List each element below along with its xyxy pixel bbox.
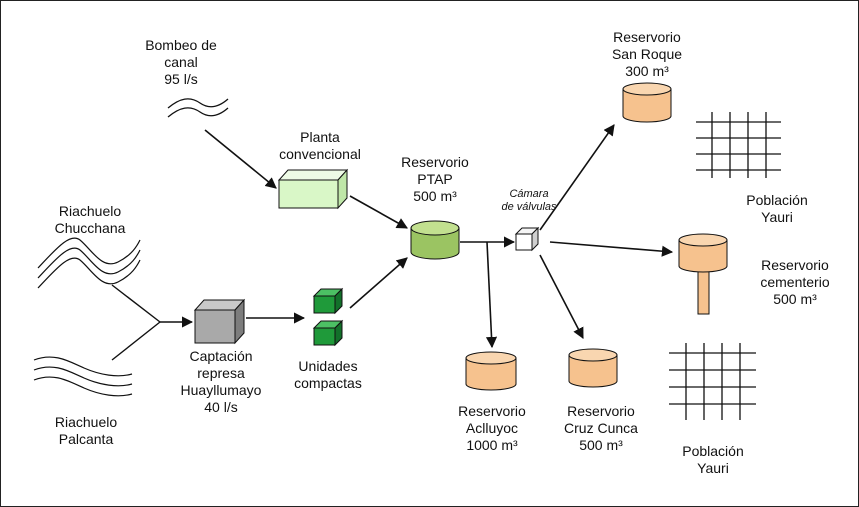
label-cementerio: Reservorio cementerio 500 m³ — [760, 257, 830, 307]
arrow-to-cementerio — [549, 241, 674, 257]
arrow-unidades-to-ptap — [349, 257, 408, 309]
ptap-reservoir — [410, 220, 460, 260]
flow-arrows — [204, 124, 674, 349]
label-bombeo: Bombeo de canal 95 l/s — [145, 37, 217, 87]
label-captacion: Captación represa Huayllumayo 40 l/s — [180, 348, 262, 415]
unidades-compactas-cubes — [312, 287, 344, 347]
san-roque-reservoir — [622, 82, 672, 123]
poblacion-top-grid — [696, 112, 781, 178]
label-aclluyoc: Reservorio Aclluyoc 1000 m³ — [458, 403, 526, 453]
arrow-to-san-roque — [539, 124, 615, 231]
arrow-to-cruz-cunca — [539, 254, 584, 339]
label-ptap: Reservorio PTAP 500 m³ — [401, 154, 469, 204]
planta-convencional-box — [277, 168, 349, 210]
river-chucchana-icon — [37, 237, 141, 289]
captacion-box — [193, 298, 246, 345]
label-unidades: Unidades compactas — [294, 358, 362, 391]
canal-water-icon — [167, 98, 229, 118]
arrow-canal-to-planta — [204, 129, 277, 189]
label-san-roque: Reservorio San Roque 300 m³ — [611, 29, 683, 79]
label-cruz-cunca: Reservorio Cruz Cunca 500 m³ — [564, 403, 638, 453]
label-palcanta: Riachuelo Palcanta — [54, 414, 118, 447]
label-planta: Planta convencional — [279, 129, 361, 162]
cementerio-reservoir — [678, 233, 728, 315]
label-camara: Cámara de válvulas — [501, 188, 557, 213]
label-poblacion-top: Población Yauri — [746, 192, 808, 225]
poblacion-bottom-grid — [669, 343, 756, 420]
river-palcanta-icon — [33, 356, 133, 397]
arrow-to-aclluyoc — [485, 241, 498, 349]
camara-valvulas-box — [514, 226, 540, 252]
arrow-planta-to-ptap — [349, 195, 408, 229]
cruz-cunca-reservoir — [568, 348, 618, 388]
river-convergence-lines — [111, 284, 161, 361]
aclluyoc-reservoir — [465, 351, 517, 391]
label-poblacion-bottom: Población Yauri — [682, 443, 744, 476]
label-chucchana: Riachuelo Chucchana — [54, 203, 126, 236]
